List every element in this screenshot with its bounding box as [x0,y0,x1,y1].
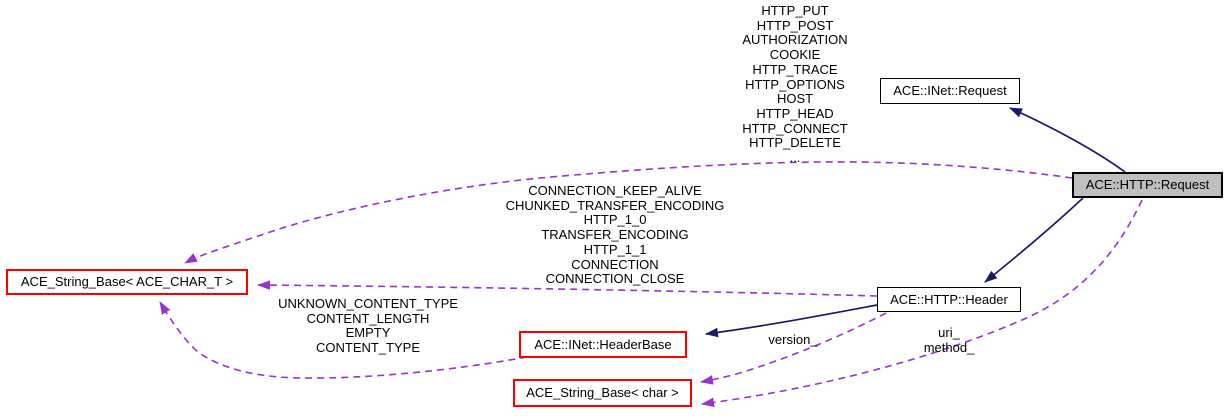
edge-httprequest-to-inetrequest [1009,107,1126,173]
edge-httprequest-to-httpheader [984,197,1084,283]
edge-httpheader-to-stringacechart [257,280,878,297]
edge-httpheader-to-stringchar-version [700,312,887,385]
edge-label-version: version_ [768,332,818,347]
edge-inetheaderbase-to-stringacechart [159,301,528,379]
node-ace-string-base-ace-char-t[interactable]: ACE_String_Base< ACE_CHAR_T > [6,269,248,295]
edge-label-headerbase-constants: UNKNOWN_CONTENT_TYPE CONTENT_LENGTH EMPT… [278,296,458,356]
node-ace-http-request: ACE::HTTP::Request [1072,172,1223,198]
edge-label-request-constants: HTTP_PUT HTTP_POST AUTHORIZATION COOKIE … [742,3,848,166]
node-ace-inet-request[interactable]: ACE::INet::Request [880,78,1020,104]
edge-httprequest-to-stringacechart [184,161,1073,264]
node-ace-http-header[interactable]: ACE::HTTP::Header [877,287,1021,312]
edge-label-header-constants: CONNECTION_KEEP_ALIVE CHUNKED_TRANSFER_E… [505,183,725,287]
node-ace-inet-headerbase[interactable]: ACE::INet::HeaderBase [519,331,687,358]
edge-label-uri-method: uri_ method_ [923,325,975,355]
edge-httpheader-to-inetheaderbase [705,304,878,338]
edge-httprequest-to-stringchar-uri [701,199,1143,408]
node-ace-string-base-char[interactable]: ACE_String_Base< char > [513,379,692,407]
